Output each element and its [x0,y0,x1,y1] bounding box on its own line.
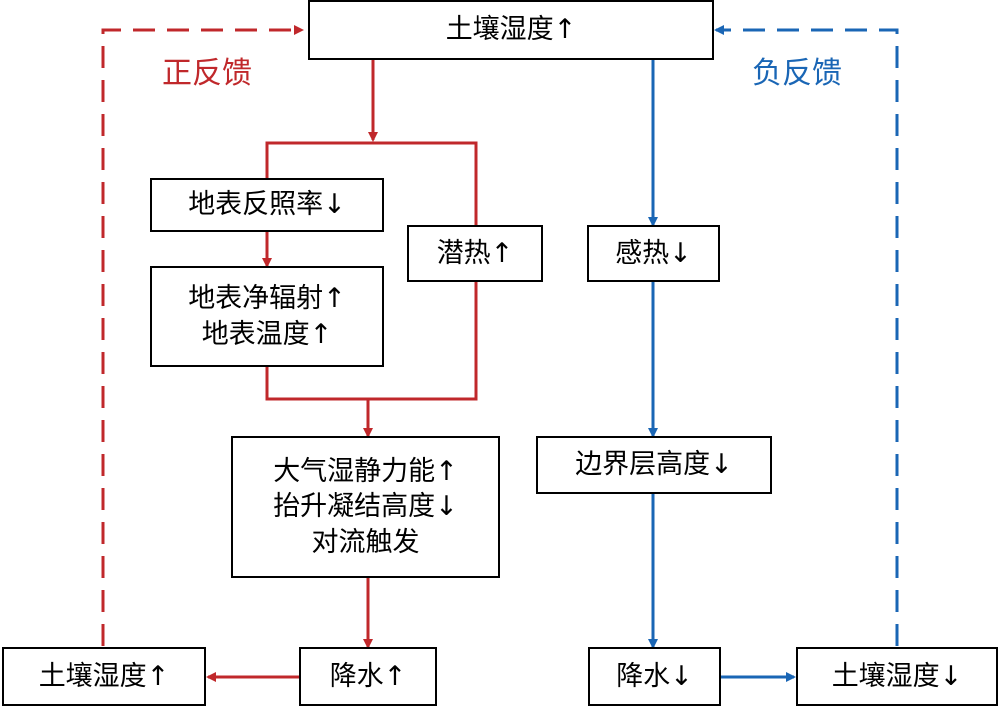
soil-moisture-down-box: 土壤湿度↓ [796,647,998,706]
convection-trigger-line: 对流触发 [311,526,420,558]
positive-feedback-label: 正反馈 [162,56,252,91]
soil-moisture-up-text: 土壤湿度↑ [38,660,170,692]
soil-moisture-down-text: 土壤湿度↓ [831,660,963,692]
latent-heat-box: 潜热↑ [407,225,543,282]
sensible-heat-text: 感热↓ [615,237,692,269]
branch-bracket [265,141,478,225]
negative-feedback-label: 负反馈 [752,56,842,91]
latent-heat-text: 潜热↑ [436,237,514,269]
albedo-box: 地表反照率↓ [150,178,384,232]
net-radiation-box: 地表净辐射↑ 地表温度↑ [150,266,384,367]
soil-moisture-top-box: 土壤湿度↑ [308,0,714,60]
soil-moisture-top-text: 土壤湿度↑ [445,14,577,46]
soil-moisture-up-box: 土壤湿度↑ [2,647,206,706]
lifting-condensation-line: 抬升凝结高度↓ [273,491,458,523]
albedo-text: 地表反照率↓ [188,189,346,221]
atmosphere-box: 大气湿静力能↑ 抬升凝结高度↓ 对流触发 [231,436,500,578]
negative-feedback-loop [714,25,899,646]
precip-down-text: 降水↓ [616,660,693,692]
precip-down-box: 降水↓ [588,647,721,706]
positive-feedback-loop [101,25,304,646]
boundary-layer-text: 边界层高度↓ [575,449,733,481]
moist-static-energy-line: 大气湿静力能↑ [273,455,458,487]
sensible-heat-box: 感热↓ [587,225,720,282]
precip-up-text: 降水↑ [329,660,407,692]
net-radiation-line: 地表净辐射↑ [188,282,346,314]
merge-bracket [265,282,478,401]
precip-up-box: 降水↑ [299,647,437,706]
boundary-layer-box: 边界层高度↓ [536,436,772,494]
surface-temperature-line: 地表温度↑ [201,318,333,350]
